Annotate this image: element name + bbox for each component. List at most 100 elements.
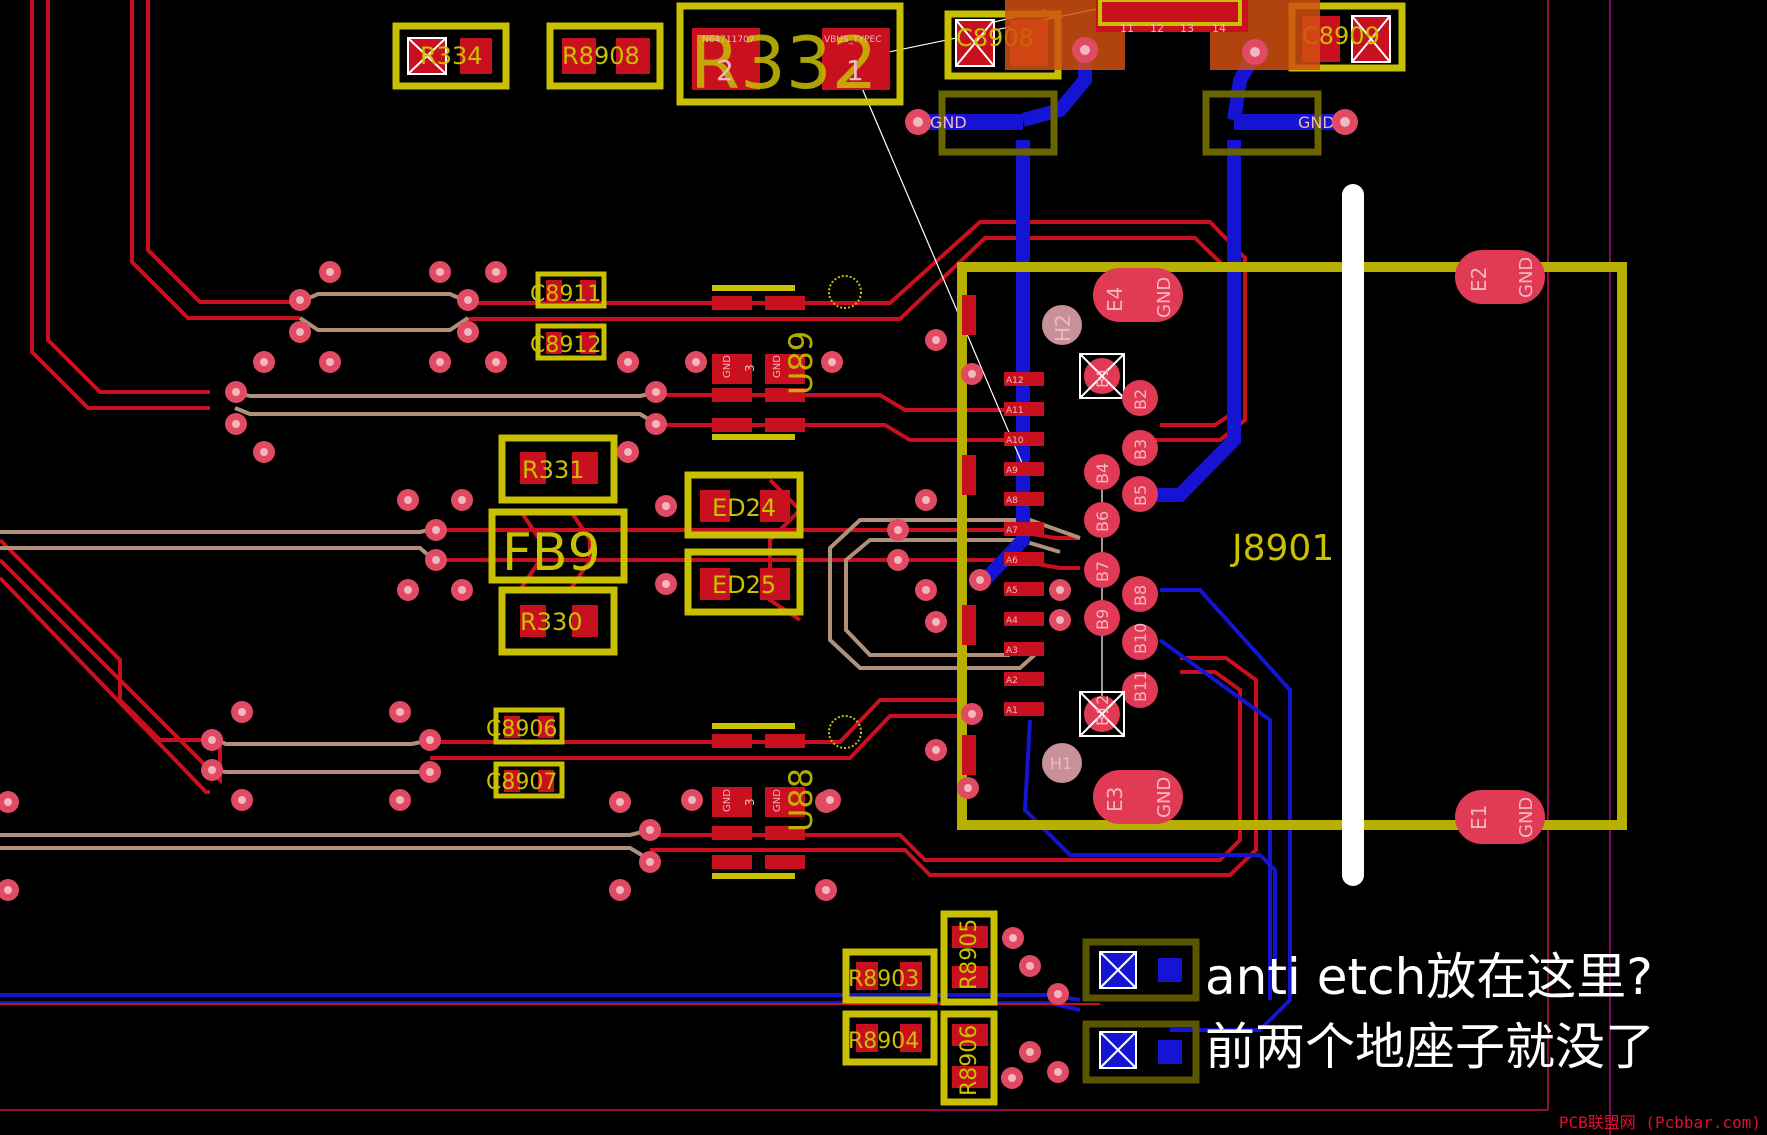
gnd-via-hole xyxy=(913,117,923,127)
hole-h2 xyxy=(1042,305,1082,345)
e4-label: E4 xyxy=(1103,287,1127,312)
svg-text:R8905: R8905 xyxy=(957,919,982,990)
via-hole xyxy=(624,448,632,456)
svg-text:R330: R330 xyxy=(520,608,582,636)
b-pin-label: B5 xyxy=(1131,485,1150,506)
test-point-bottom xyxy=(828,715,862,749)
esd-ed25: ED25 xyxy=(684,548,804,616)
connector-refdes: J8901 xyxy=(1230,528,1334,569)
b-pin-label: B4 xyxy=(1093,463,1112,484)
connector-side-pads xyxy=(962,295,976,775)
b-pin-pad xyxy=(1084,454,1120,490)
b-pin-pad xyxy=(1084,552,1120,588)
via-hole xyxy=(662,580,670,588)
ferrite-fb9: FB9 xyxy=(488,508,628,584)
via-hole xyxy=(326,358,334,366)
via-hole xyxy=(404,586,412,594)
svg-text:1: 1 xyxy=(846,54,864,87)
pin-13: 13 xyxy=(1180,22,1194,35)
cap-c8906: C8906 xyxy=(486,707,565,745)
via-hole xyxy=(464,296,472,304)
svg-text:3: 3 xyxy=(743,364,757,372)
a-pin-pad xyxy=(1004,642,1044,656)
res-r332: R332 2 1 N64711707 VBUS_TYPEC xyxy=(676,2,904,106)
via-hole xyxy=(1054,1068,1062,1076)
b-pin-label: B8 xyxy=(1131,585,1150,606)
a-pin-label: A7 xyxy=(1006,526,1018,536)
via-hole xyxy=(1026,1048,1034,1056)
via-hole xyxy=(932,618,940,626)
via-hole xyxy=(828,358,836,366)
cap-c8912: C8912 xyxy=(530,323,607,361)
b-pin-pad xyxy=(1122,576,1158,612)
via-hole xyxy=(458,496,466,504)
b-pin-label: B11 xyxy=(1131,671,1150,702)
a-pin-pad xyxy=(1004,702,1044,716)
annotation-line-1: anti etch放在这里? xyxy=(1205,948,1653,1006)
b-pin-label: B2 xyxy=(1131,389,1150,410)
via-hole xyxy=(436,358,444,366)
via-hole xyxy=(492,358,500,366)
a-pin-pad xyxy=(1004,492,1044,506)
board-outline xyxy=(0,0,1611,1135)
via-hole xyxy=(646,826,654,834)
pin-12: 12 xyxy=(1150,22,1164,35)
b-pin-pad xyxy=(1084,502,1120,538)
test-point-top xyxy=(828,275,862,309)
svg-text:3: 3 xyxy=(743,798,757,806)
via-hole xyxy=(260,358,268,366)
via-hole xyxy=(1056,616,1064,624)
a-pin-pad xyxy=(1004,612,1044,626)
cap-c8911: C8911 xyxy=(530,271,607,309)
b-pin-pad xyxy=(1122,476,1158,512)
svg-text:U88: U88 xyxy=(782,768,820,832)
pin-14: 14 xyxy=(1212,22,1226,35)
b-pin-pad xyxy=(1122,624,1158,660)
cap-c8907: C8907 xyxy=(486,761,565,799)
a-pin-label: A12 xyxy=(1006,376,1024,386)
via-hole xyxy=(238,708,246,716)
via-hole xyxy=(624,358,632,366)
res-r8906: R8906 xyxy=(940,1010,998,1106)
via-hole xyxy=(208,766,216,774)
b-pin-pad xyxy=(1122,672,1158,708)
via-hole xyxy=(692,358,700,366)
via-hole xyxy=(238,796,246,804)
a-pin-pad xyxy=(1004,582,1044,596)
svg-text:C8911: C8911 xyxy=(530,282,601,307)
svg-text:R8904: R8904 xyxy=(848,1029,919,1054)
gnd-via-hole xyxy=(1340,117,1350,127)
svg-text:R8903: R8903 xyxy=(848,967,919,992)
via-hole xyxy=(426,736,434,744)
via-hole xyxy=(1056,586,1064,594)
via-hole xyxy=(932,336,940,344)
a-pin-label: A2 xyxy=(1006,676,1018,686)
via-hole xyxy=(492,268,500,276)
svg-text:ED24: ED24 xyxy=(712,494,776,522)
gnd-label-right: GND xyxy=(1298,113,1335,132)
via-hole xyxy=(922,496,930,504)
a-pin-pad xyxy=(1004,432,1044,446)
ic-u88: U88 GND 3 GND xyxy=(712,723,820,879)
b-pin-label: B7 xyxy=(1093,561,1112,582)
svg-text:R334: R334 xyxy=(420,42,482,70)
a-pin-pad xyxy=(1004,672,1044,686)
svg-text:N64711707: N64711707 xyxy=(702,35,755,45)
via-hole xyxy=(688,796,696,804)
svg-text:R8906: R8906 xyxy=(957,1025,982,1096)
gnd-via-hole xyxy=(1080,45,1090,55)
via-hole xyxy=(1026,962,1034,970)
esd-ed24: ED24 xyxy=(684,471,804,539)
via-hole xyxy=(458,586,466,594)
gnd-clip-top xyxy=(1082,938,1200,1002)
via-hole xyxy=(432,556,440,564)
via-hole xyxy=(232,420,240,428)
via-hole xyxy=(296,328,304,336)
hole-h1-label: H1 xyxy=(1050,754,1072,773)
res-r8905: R8905 xyxy=(940,910,998,1006)
via-hole xyxy=(404,496,412,504)
res-r330: R330 xyxy=(498,586,618,656)
via-hole xyxy=(4,798,12,806)
